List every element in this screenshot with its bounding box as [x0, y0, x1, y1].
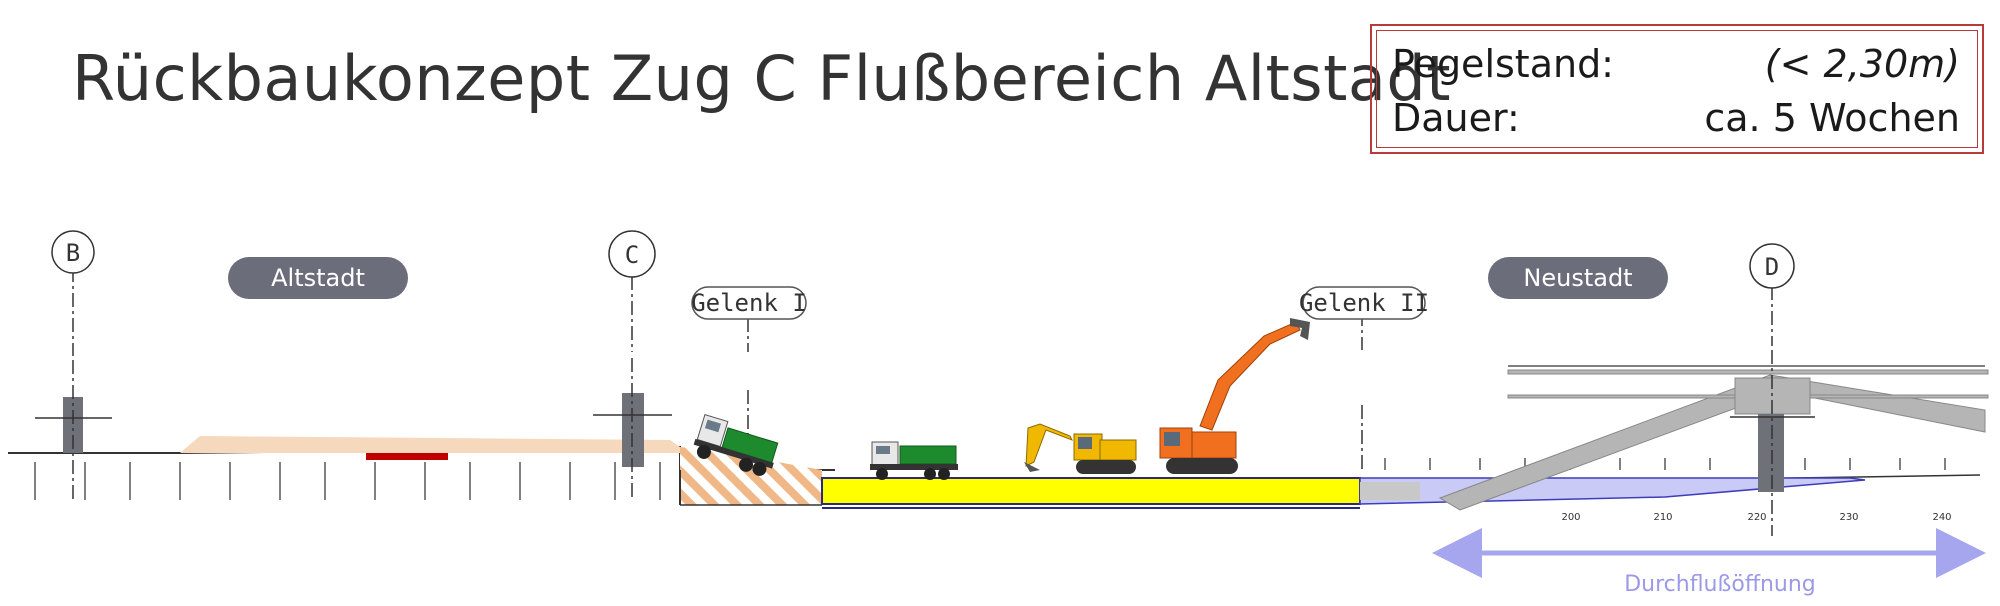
svg-text:Gelenk II: Gelenk II [1299, 289, 1429, 317]
pegel-label: Pegelstand: [1392, 42, 1614, 86]
axis-marker-c: C [608, 230, 656, 278]
svg-text:Neustadt: Neustadt [1523, 264, 1632, 292]
dauer-label: Dauer: [1392, 96, 1520, 140]
svg-text:Altstadt: Altstadt [271, 264, 365, 292]
pegel-value: (< 2,30m) [1764, 42, 1960, 86]
water-area [1359, 477, 1866, 505]
info-row-dauer: Dauer: ca. 5 Wochen [1392, 96, 1960, 140]
grey-transition [1360, 482, 1420, 500]
svg-text:B: B [66, 239, 80, 267]
page-title: Rückbaukonzept Zug C Flußbereich Altstad… [72, 42, 1452, 115]
info-row-pegel: Pegelstand: (< 2,30m) [1392, 42, 1960, 86]
hatched-ramp [680, 447, 822, 505]
info-box: Pegelstand: (< 2,30m) Dauer: ca. 5 Woche… [1370, 24, 1984, 154]
joint-label-gelenk1: Gelenk I [691, 286, 807, 320]
excavator-icon [1024, 423, 1137, 474]
station-210: 210 [1653, 512, 1672, 523]
station-200: 200 [1561, 512, 1580, 523]
svg-text:C: C [625, 241, 639, 269]
axis-marker-b: B [51, 230, 95, 274]
area-label-neustadt: Neustadt [1488, 257, 1668, 299]
dump-truck-icon [693, 413, 779, 476]
station-240: 240 [1932, 512, 1951, 523]
info-box-inner-frame [1376, 30, 1978, 148]
red-marker [366, 453, 448, 460]
axis-marker-d: D [1749, 243, 1795, 289]
area-label-altstadt: Altstadt [228, 257, 408, 299]
pier-b [63, 397, 83, 453]
demolition-excavator-icon [1159, 318, 1310, 474]
flow-opening-label: Durchflußöffnung [1624, 572, 1816, 597]
dauer-value: ca. 5 Wochen [1704, 96, 1960, 140]
dump-truck-icon [870, 441, 958, 480]
station-220: 220 [1747, 512, 1766, 523]
yellow-deck [821, 477, 1361, 505]
sand-fill [180, 436, 680, 453]
pier-c [622, 393, 644, 467]
svg-text:D: D [1765, 253, 1779, 281]
station-230: 230 [1839, 512, 1858, 523]
pier-d [1758, 414, 1784, 492]
station-labels: 200 210 220 230 240 [1561, 512, 1951, 523]
svg-text:Gelenk I: Gelenk I [691, 289, 807, 317]
joint-label-gelenk2: Gelenk II [1299, 286, 1429, 320]
